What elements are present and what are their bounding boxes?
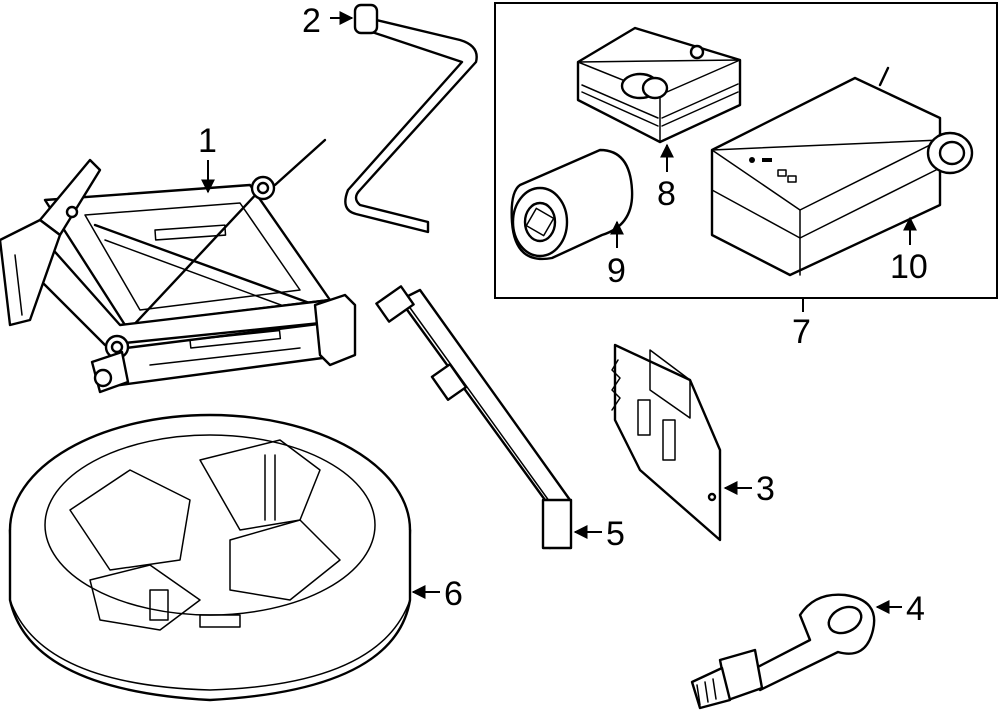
callout-2: 2 [302,2,321,40]
air-compressor[interactable] [710,66,974,277]
callout-6: 6 [444,575,463,613]
callout-9: 9 [607,252,626,290]
callout-1: 1 [198,122,217,160]
callout-3: 3 [756,470,775,508]
tire-repair-kit-frame [494,2,998,299]
callout-10: 10 [890,248,928,286]
crank-rod[interactable] [344,3,478,234]
valve-cylinder[interactable] [510,148,634,261]
scissor-jack[interactable] [0,138,357,394]
sealant-bottle[interactable] [576,26,742,144]
callout-4: 4 [906,590,925,628]
callout-8: 8 [657,175,676,213]
tow-eye-bolt[interactable] [690,593,876,710]
mounting-bracket[interactable] [611,343,722,542]
jack-handle[interactable] [375,285,573,550]
callout-5: 5 [606,515,625,553]
spare-tire-tool-tray[interactable] [8,413,412,702]
callout-7: 7 [792,313,811,351]
